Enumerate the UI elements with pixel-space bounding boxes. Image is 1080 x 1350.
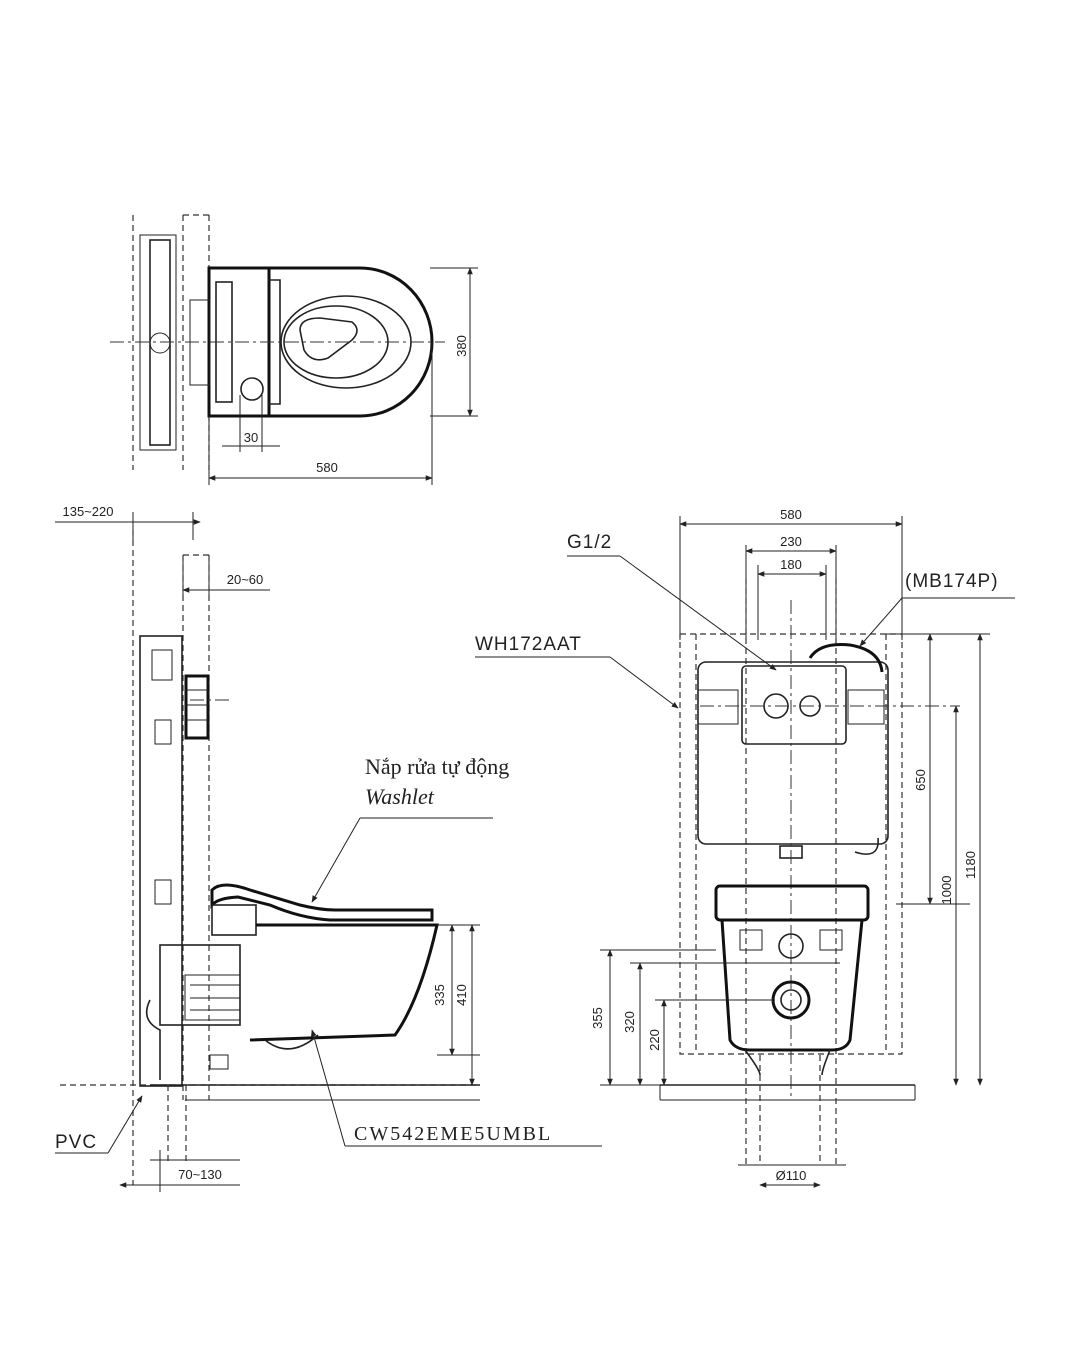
front-650-dim: 650 [913, 769, 928, 791]
side-wall-gap-dim: 135~220 [63, 504, 114, 519]
pipe-label: PVC [55, 1132, 97, 1153]
washlet-label-vi: Nắp rửa tự động [365, 754, 509, 779]
side-floor-gap-dim: 70~130 [178, 1167, 222, 1182]
plate-label: (MB174P) [905, 571, 999, 592]
side-bowl-height-dim: 335 [432, 984, 447, 1006]
side-rim-height-dim: 410 [454, 984, 469, 1006]
bowl-model-label: CW542EME5UMBL [354, 1123, 552, 1145]
front-width-dim: 580 [780, 507, 802, 522]
front-220-dim: 220 [647, 1029, 662, 1051]
frame-model-label: WH172AAT [475, 634, 582, 655]
top-depth-dim: 380 [454, 335, 469, 357]
front-1180-dim: 1180 [963, 851, 978, 879]
front-230-dim: 230 [780, 534, 802, 549]
top-offset-dim: 30 [244, 430, 258, 445]
side-view: 135~220 20~60 [55, 504, 602, 1192]
front-1000-dim: 1000 [939, 876, 954, 905]
water-inlet-label: G1/2 [567, 532, 612, 553]
top-view: 380 580 30 [110, 214, 478, 485]
front-355-dim: 355 [590, 1007, 605, 1029]
front-pipe-dim: Ø110 [776, 1168, 807, 1183]
top-width-dim: 580 [316, 460, 338, 475]
washlet-label-en: Washlet [365, 784, 435, 809]
front-view: 580 230 180 [475, 507, 1015, 1188]
front-180-dim: 180 [780, 557, 802, 572]
front-320-dim: 320 [622, 1011, 637, 1033]
side-frame-depth-dim: 20~60 [227, 572, 264, 587]
